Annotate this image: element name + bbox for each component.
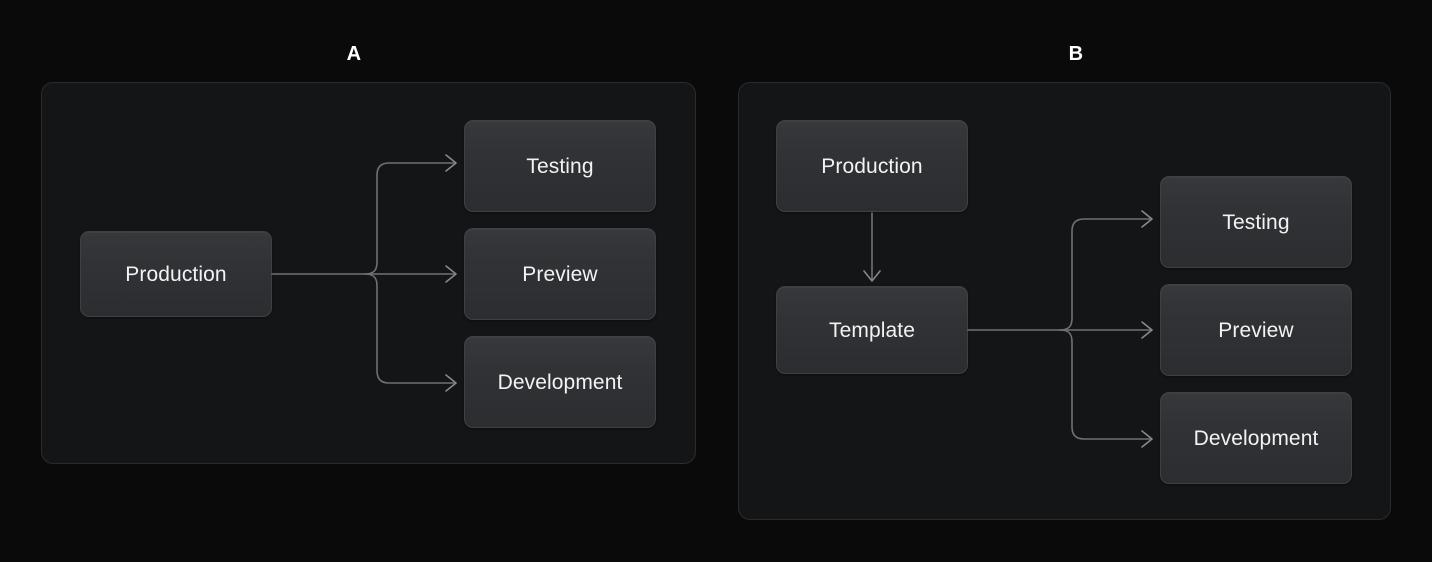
node-a-preview[interactable]: Preview (464, 228, 656, 320)
node-label: Preview (522, 262, 598, 286)
node-label: Development (497, 370, 623, 394)
node-b-testing[interactable]: Testing (1160, 176, 1352, 268)
node-label: Testing (1222, 210, 1290, 234)
node-b-development[interactable]: Development (1160, 392, 1352, 484)
panel-a-label: A (346, 43, 362, 65)
node-a-production[interactable]: Production (80, 231, 272, 317)
node-a-testing[interactable]: Testing (464, 120, 656, 212)
node-label: Production (125, 262, 227, 286)
node-label: Template (828, 318, 915, 342)
node-b-production[interactable]: Production (776, 120, 968, 212)
node-label: Testing (526, 154, 594, 178)
node-b-preview[interactable]: Preview (1160, 284, 1352, 376)
panel-b-label: B (1068, 43, 1084, 65)
node-label: Development (1193, 426, 1319, 450)
node-b-template[interactable]: Template (776, 286, 968, 374)
node-a-development[interactable]: Development (464, 336, 656, 428)
node-label: Production (821, 154, 923, 178)
node-label: Preview (1218, 318, 1294, 342)
